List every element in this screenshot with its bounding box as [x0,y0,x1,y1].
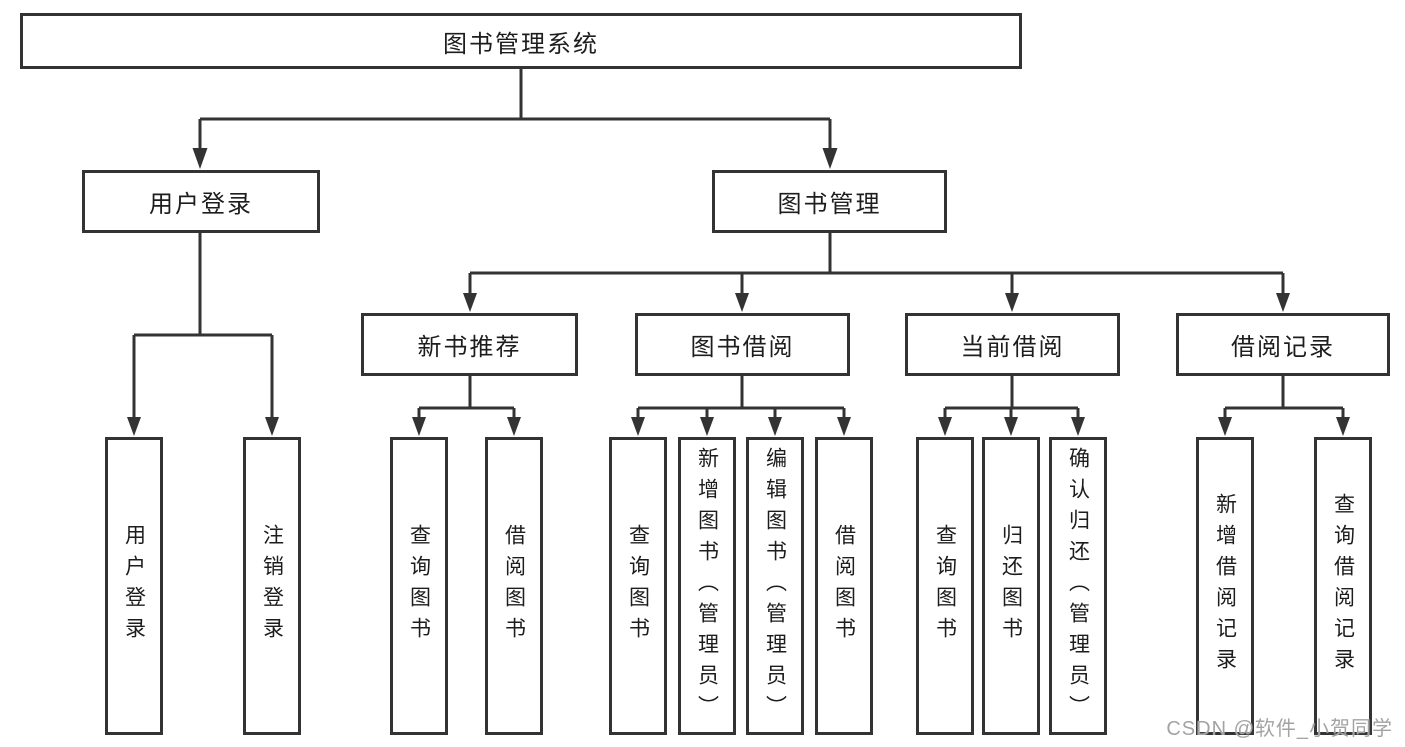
leaf-confirm-return-admin: 确认归还（管理员） [1049,437,1107,735]
edge-borrow-records-children [1218,375,1350,436]
node-book-borrowing: 图书借阅 [635,313,850,376]
leaf-borrow-books-recommend: 借阅图书 [485,437,543,735]
leaf-return-book: 归还图书 [982,437,1040,735]
node-current-borrowing: 当前借阅 [905,313,1120,376]
leaf-query-books-borrow: 查询图书 [609,437,667,735]
csdn-watermark: CSDN @软件_小贺同学 [1166,718,1393,740]
node-new-book-recommend: 新书推荐 [361,313,578,376]
leaf-logout: 注销登录 [243,437,301,735]
node-borrowing-records: 借阅记录 [1176,313,1390,376]
edge-book-mgmt-children [463,233,1290,312]
edge-root-to-level2 [192,68,838,169]
leaf-user-login: 用户登录 [105,437,163,735]
node-book-management: 图书管理 [712,170,947,233]
node-user-login: 用户登录 [82,170,320,233]
node-library-management-system: 图书管理系统 [20,13,1022,69]
edge-new-book-children [412,375,521,436]
leaf-edit-book-admin: 编辑图书（管理员） [746,437,804,735]
leaf-query-books-current: 查询图书 [916,437,974,735]
leaf-add-book-admin: 新增图书（管理员） [678,437,736,735]
leaf-add-borrow-record: 新增借阅记录 [1196,437,1254,735]
edge-current-borrow-children [938,375,1085,436]
leaf-query-books-recommend: 查询图书 [390,437,448,735]
leaf-borrow-books: 借阅图书 [815,437,873,735]
edge-user-login-children [127,233,279,436]
leaf-query-borrow-record: 查询借阅记录 [1314,437,1372,735]
edge-book-borrow-children [631,375,851,436]
